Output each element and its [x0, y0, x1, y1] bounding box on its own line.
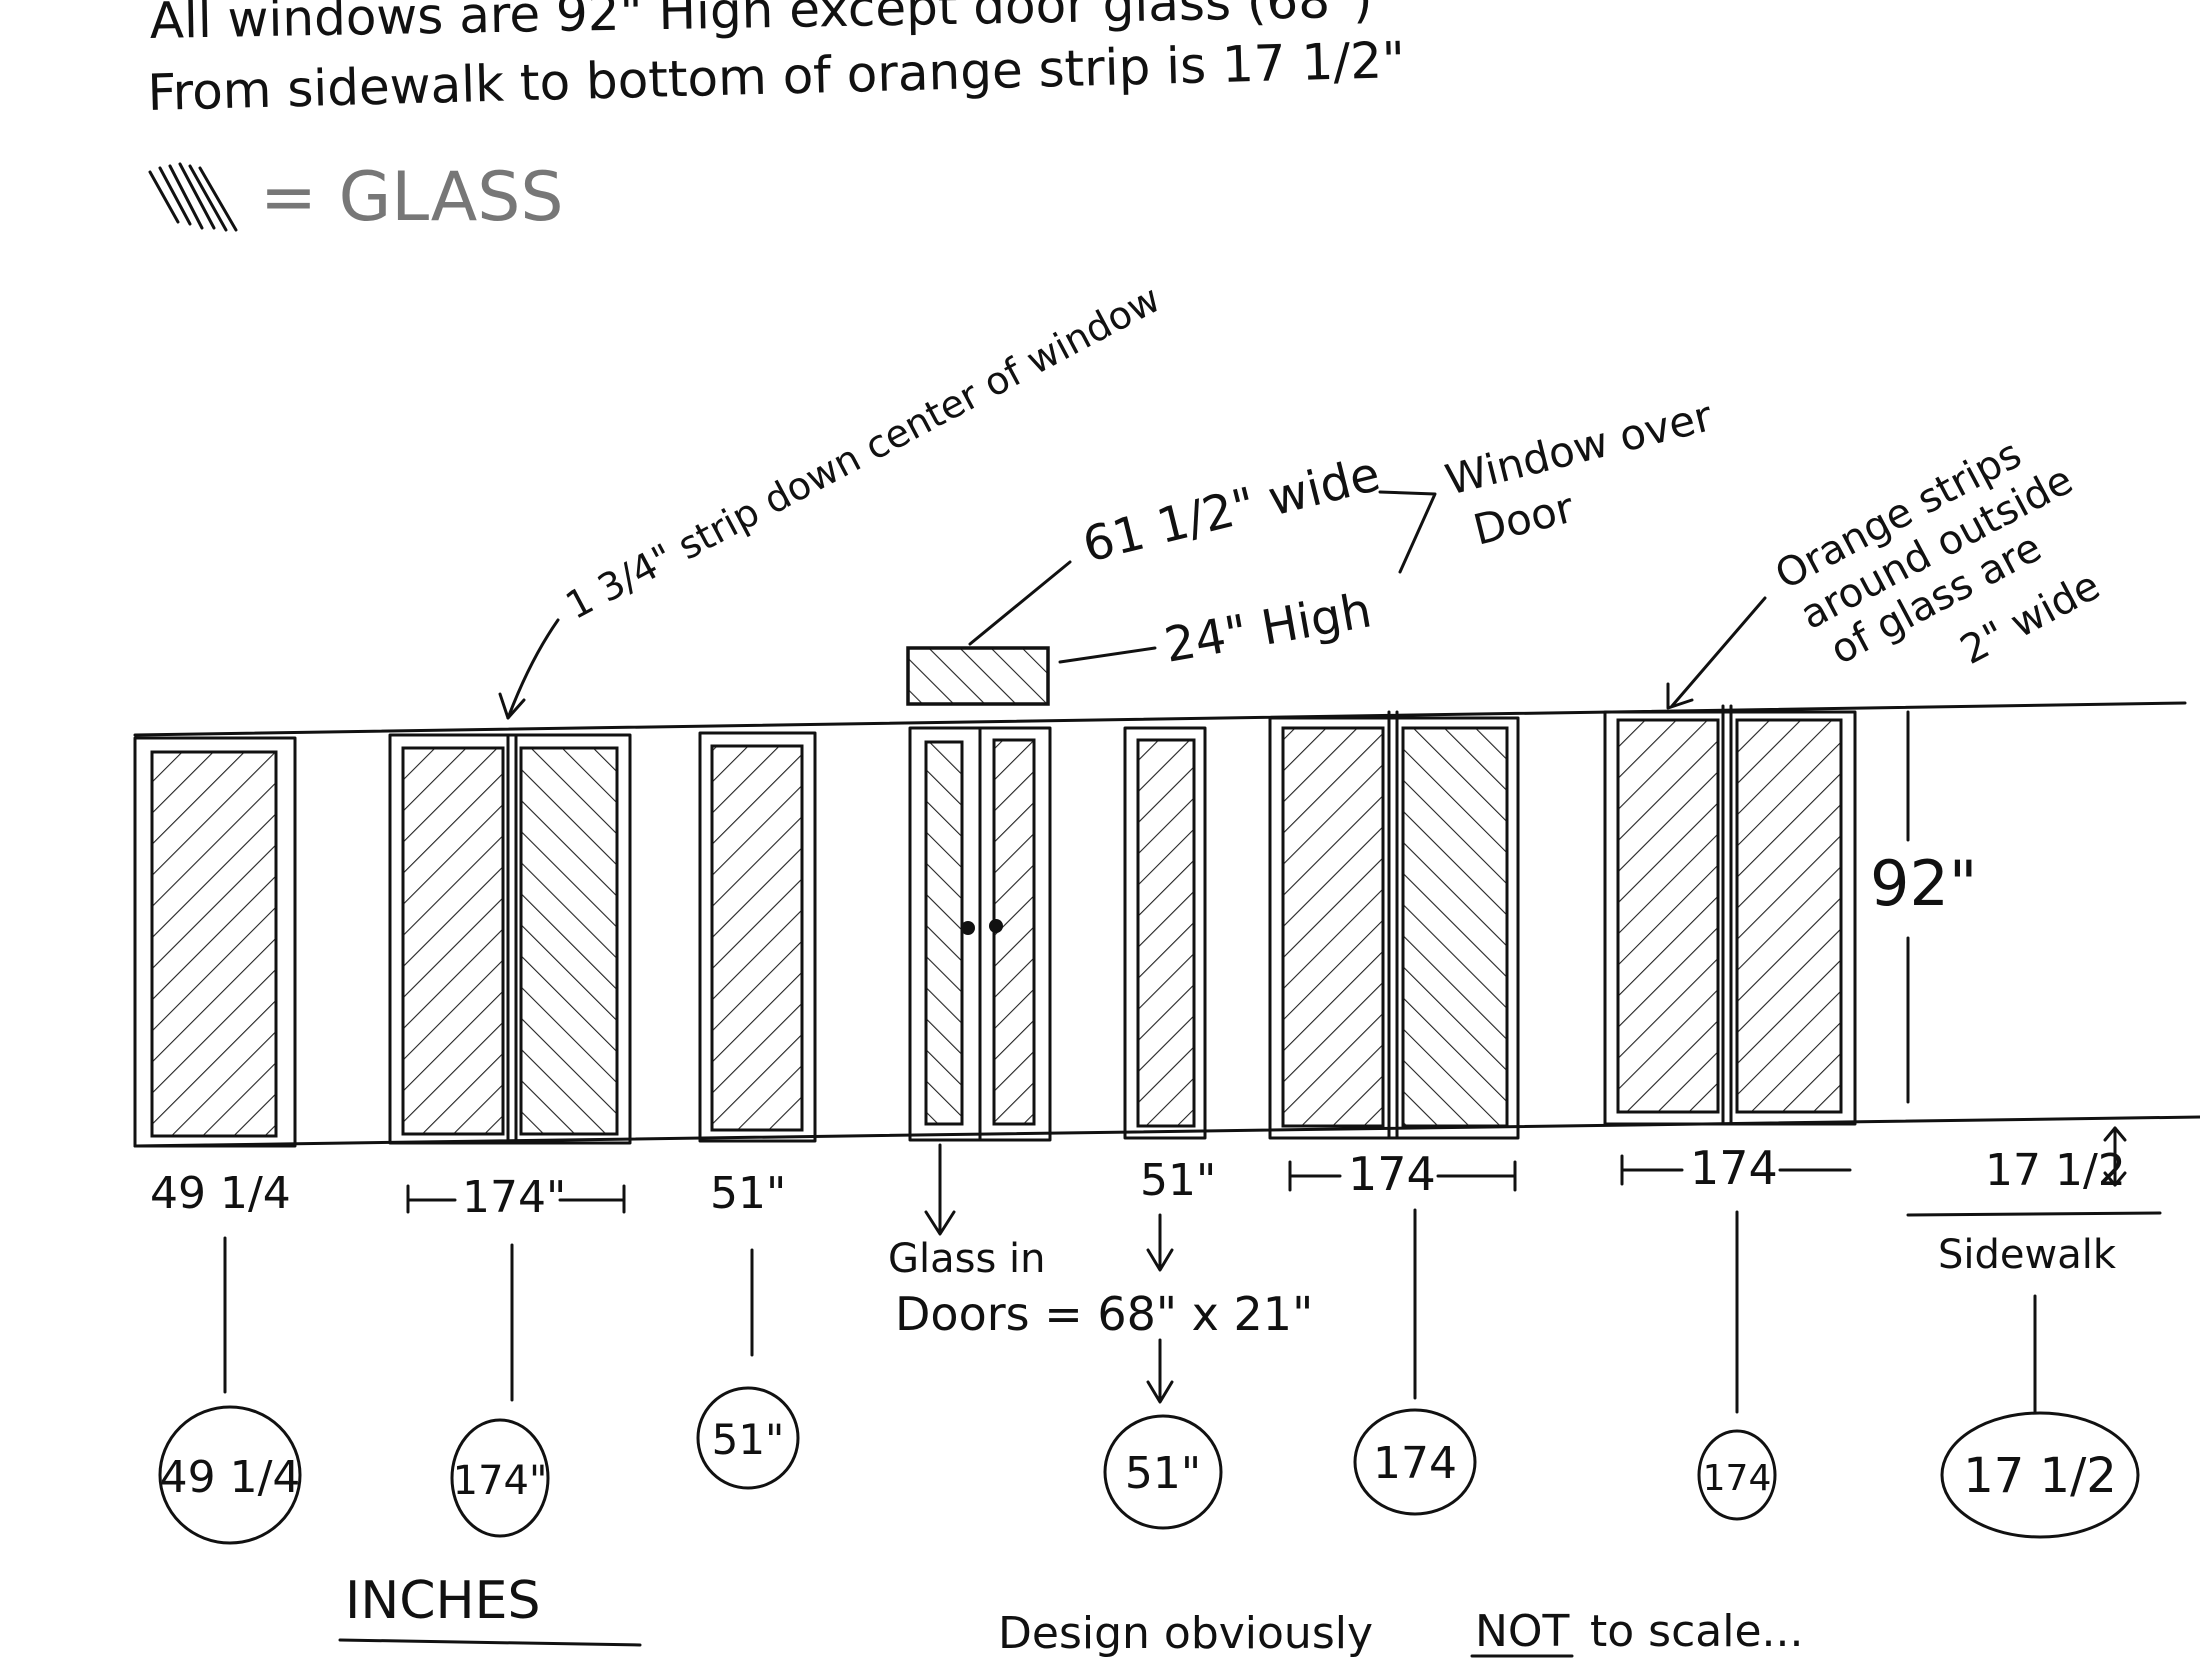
- w5-arrow-icon: [1146, 1213, 1174, 1404]
- circled-value-1-label: 49 1/4: [160, 1452, 301, 1503]
- circled-value-3: 51": [696, 1386, 800, 1490]
- callout-transom-width: 61 1/2" wide: [1077, 446, 1385, 574]
- circled-value-6-label: 174: [1703, 1458, 1772, 1499]
- window-5: [1123, 726, 1207, 1140]
- window-6: [1268, 710, 1520, 1140]
- door-handle-right-icon: [989, 919, 1003, 933]
- window-1-glass: [150, 750, 278, 1138]
- door-handle-left-icon: [961, 921, 975, 935]
- dim-w3: 51": [710, 1168, 786, 1219]
- sidewalk-label: Sidewalk: [1938, 1232, 2117, 1278]
- units-label: INCHES: [345, 1571, 541, 1631]
- window-7: [1603, 704, 1857, 1126]
- sidewalk-gap-arrow-icon: [2103, 1126, 2127, 1187]
- dim-w3-label: 51": [710, 1168, 786, 1219]
- dim-w2: 174": [406, 1172, 626, 1223]
- callout-transom-name-1: Window over: [1441, 391, 1718, 505]
- window-2: [388, 733, 632, 1145]
- dim-w6: 174: [1288, 1147, 1517, 1201]
- circled-value-2: 174": [450, 1418, 550, 1538]
- dim-w5-label: 51": [1140, 1155, 1216, 1206]
- door-glass-right: [992, 738, 1036, 1126]
- circled-value-2-label: 174": [453, 1458, 548, 1504]
- circled-value-1: 49 1/4: [158, 1405, 302, 1545]
- circled-value-4-label: 51": [1125, 1448, 1201, 1499]
- sidewalk-gap-label: 17 1/2: [1985, 1145, 2126, 1196]
- door-glass-left: [924, 740, 964, 1126]
- window-3-frame: [698, 731, 817, 1143]
- door-assembly: [906, 646, 1052, 1142]
- top-line: [133, 701, 2187, 737]
- window-7-glass-left: [1616, 718, 1720, 1114]
- window-3: [698, 731, 817, 1143]
- circled-value-7-label: 17 1/2: [1963, 1448, 2117, 1504]
- dim-w7-label: 174: [1690, 1141, 1778, 1195]
- window-6-frame: [1268, 716, 1520, 1140]
- circle-leaders: [223, 1208, 2037, 1414]
- callout-transom-height-leader: [1058, 646, 1157, 664]
- dim-w7: 174: [1620, 1141, 1852, 1195]
- transom-window: [906, 646, 1050, 706]
- circled-value-6: 174: [1697, 1429, 1777, 1521]
- circled-value-4: 51": [1103, 1414, 1223, 1530]
- dim-w1-label: 49 1/4: [150, 1168, 291, 1219]
- disclaimer-not: NOT: [1475, 1606, 1570, 1657]
- window-1: [133, 736, 297, 1148]
- legend-label: = GLASS: [260, 158, 564, 237]
- dim-w6-label: 174: [1348, 1147, 1436, 1201]
- dim-w1: 49 1/4: [150, 1168, 291, 1219]
- window-5-glass: [1136, 738, 1196, 1128]
- glass-legend: = GLASS: [148, 158, 564, 237]
- door-glass-label-2: Doors = 68" x 21": [895, 1287, 1313, 1341]
- window-7-glass-right: [1735, 718, 1843, 1114]
- dim-w2-label: 174": [462, 1172, 566, 1223]
- window-3-glass: [710, 744, 804, 1132]
- window-2-frame: [388, 733, 632, 1145]
- callout-orange-arrow-icon: [1666, 596, 1767, 710]
- callout-center-strip: 1 3/4" strip down center of window: [559, 276, 1168, 627]
- window-1-frame: [133, 736, 297, 1148]
- circled-value-5: 174: [1353, 1408, 1477, 1516]
- legend-hatch-icon: [148, 162, 238, 232]
- circled-value-3-label: 51": [712, 1415, 785, 1464]
- callout-transom-width-leader: [968, 560, 1072, 646]
- callout-transom-bracket: [1378, 490, 1437, 574]
- door-glass-arrow-icon: [924, 1143, 956, 1236]
- disclaimer-part-1: Design obviously: [998, 1608, 1373, 1659]
- callout-center-strip-arrow-icon: [498, 618, 560, 720]
- window-6-glass-left: [1281, 726, 1385, 1128]
- sidewalk-line: [1906, 1211, 2162, 1217]
- window-2-glass-left: [401, 746, 505, 1136]
- dim-w5: 51": [1140, 1155, 1216, 1206]
- circled-value-7: 17 1/2: [1940, 1411, 2140, 1539]
- disclaimer-part-2: to scale...: [1590, 1606, 1804, 1657]
- sidewalk-marker: 17 1/2 Sidewalk: [1906, 1126, 2162, 1278]
- callout-transom-height: 24" High: [1160, 582, 1375, 673]
- height-92-marker: 92": [1870, 710, 1977, 1104]
- door-glass-label-1: Glass in: [888, 1236, 1045, 1282]
- circled-value-5-label: 174: [1373, 1438, 1457, 1489]
- height-92-label: 92": [1870, 847, 1977, 920]
- window-5-frame: [1123, 726, 1207, 1140]
- units-underline: [338, 1638, 642, 1647]
- window-2-glass-right: [519, 746, 619, 1136]
- window-6-glass-right: [1401, 726, 1509, 1128]
